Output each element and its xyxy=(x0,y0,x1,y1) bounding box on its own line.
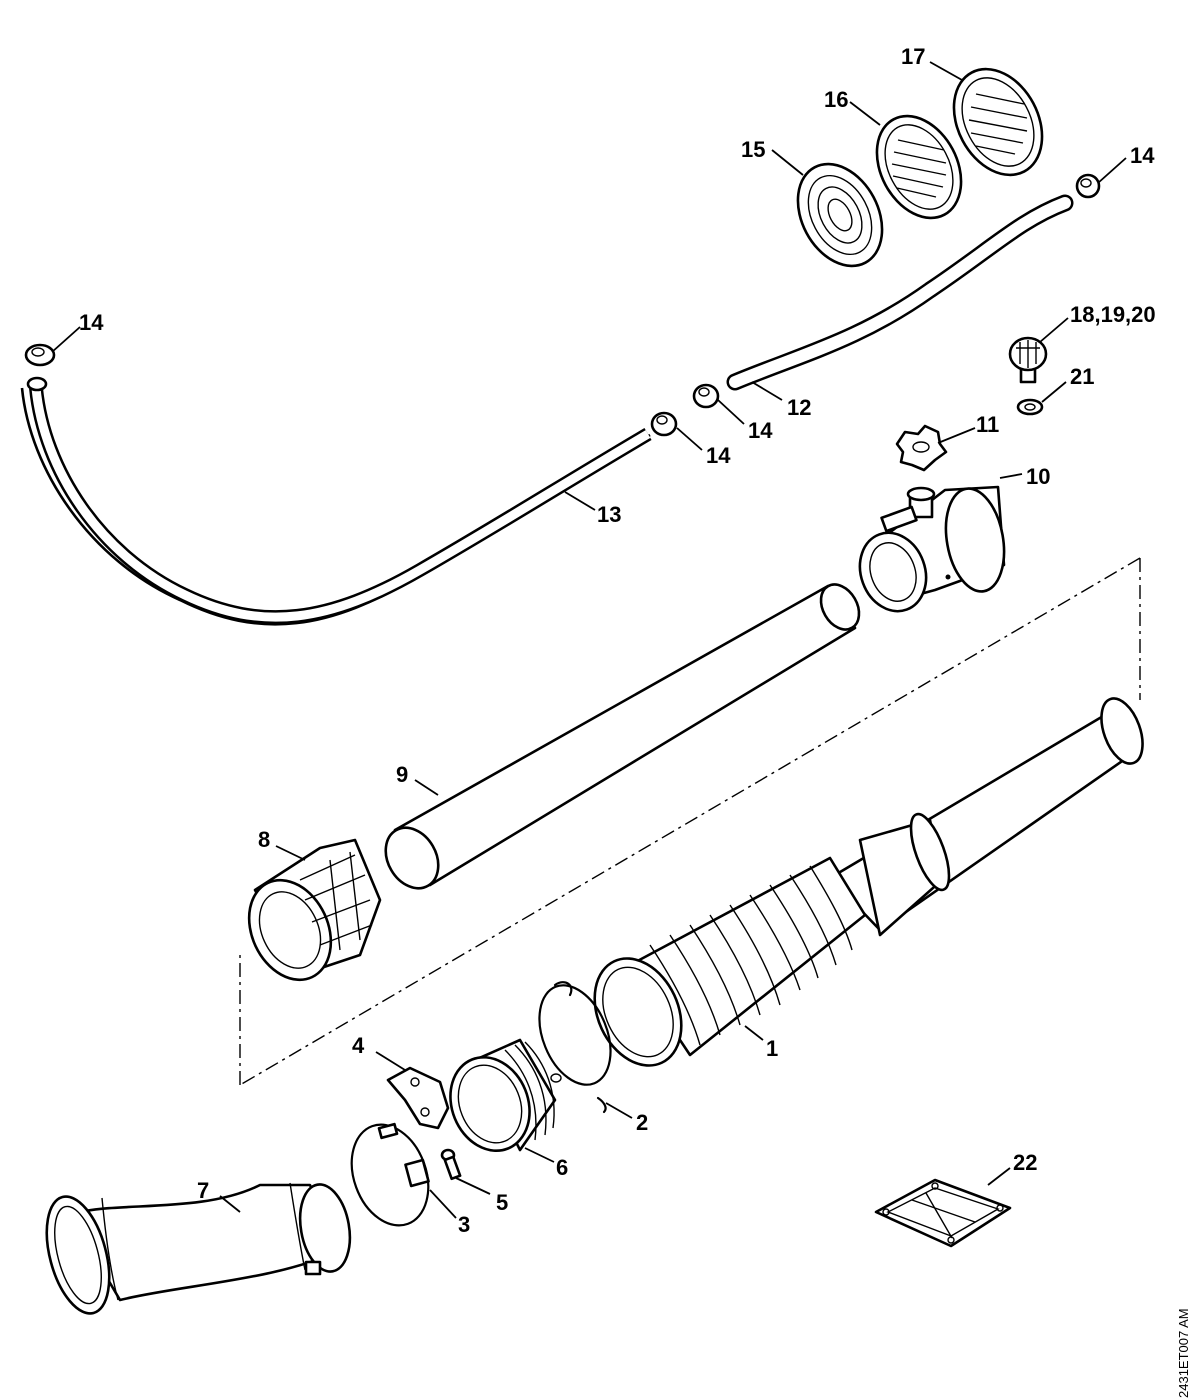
callout-14a: 14 xyxy=(79,310,104,335)
callout-16: 16 xyxy=(824,87,848,112)
drawing-code: 2431ET007 AM xyxy=(1176,1308,1191,1398)
callout-1: 1 xyxy=(766,1036,778,1061)
callout-12: 12 xyxy=(787,395,811,420)
callout-8: 8 xyxy=(258,827,270,852)
hose-12[interactable] xyxy=(726,194,1074,391)
clamp-strap-3[interactable] xyxy=(338,1114,441,1236)
screen-17[interactable] xyxy=(936,54,1059,190)
washer-21[interactable] xyxy=(1016,398,1044,416)
gasket-22[interactable] xyxy=(874,1178,1012,1248)
hose-clip-14c[interactable] xyxy=(692,383,720,409)
callout-21: 21 xyxy=(1070,364,1094,389)
elbow-pipe-7[interactable] xyxy=(35,1181,356,1321)
ring-2[interactable] xyxy=(526,975,624,1114)
callout-3: 3 xyxy=(458,1212,470,1237)
callout-9: 9 xyxy=(396,762,408,787)
star-knob-11[interactable] xyxy=(895,424,948,472)
hose-clip-14b[interactable] xyxy=(650,411,678,437)
pipe-1[interactable] xyxy=(578,693,1150,1080)
elbow-8[interactable] xyxy=(234,838,382,993)
assembly-line xyxy=(239,557,1141,1086)
callout-5: 5 xyxy=(496,1190,508,1215)
callout-6: 6 xyxy=(556,1155,568,1180)
callout-14d: 14 xyxy=(1130,143,1155,168)
callout-17: 17 xyxy=(901,44,925,69)
screen-15[interactable] xyxy=(781,149,899,280)
callout-11: 11 xyxy=(976,412,999,437)
bracket-4[interactable] xyxy=(386,1066,450,1130)
knob-18-19-20[interactable] xyxy=(1008,336,1048,384)
nozzle-10[interactable] xyxy=(849,484,1011,621)
callout-22: 22 xyxy=(1013,1150,1037,1175)
callout-13: 13 xyxy=(597,502,621,527)
callout-14c: 14 xyxy=(748,418,773,443)
callout-4: 4 xyxy=(352,1033,365,1058)
leader-lines xyxy=(51,61,1127,1219)
callout-7: 7 xyxy=(197,1178,209,1203)
hose-clamp-6[interactable] xyxy=(437,1038,557,1163)
callout-14b: 14 xyxy=(706,443,731,468)
callout-10: 10 xyxy=(1026,464,1050,489)
tube-9[interactable] xyxy=(375,578,867,898)
hose-clip-14d[interactable] xyxy=(1075,173,1101,199)
callout-2: 2 xyxy=(636,1110,648,1135)
hose-13[interactable] xyxy=(20,376,652,626)
callout-18-19-20: 18,19,20 xyxy=(1070,302,1156,327)
hose-clip-14a[interactable] xyxy=(24,343,56,367)
callout-15: 15 xyxy=(741,137,765,162)
screw-5[interactable] xyxy=(440,1148,462,1181)
screen-16[interactable] xyxy=(860,101,978,232)
